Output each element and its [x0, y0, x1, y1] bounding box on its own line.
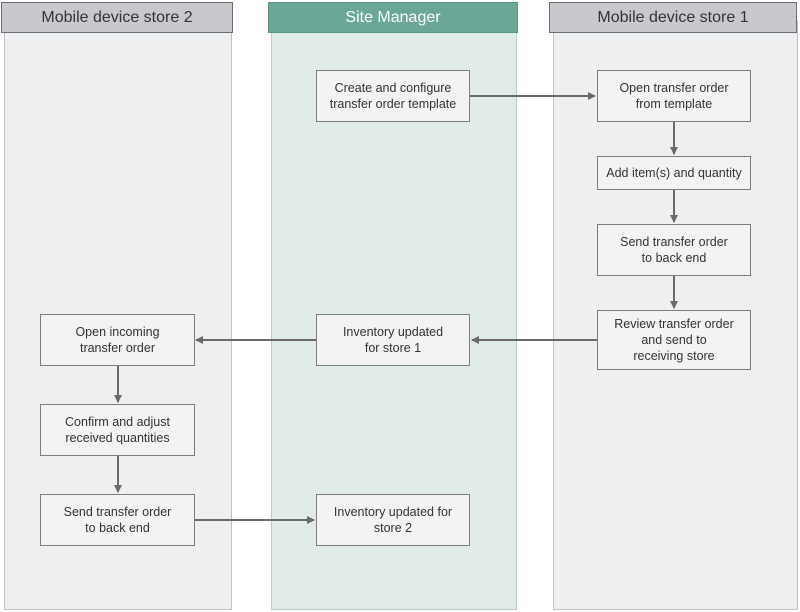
step-inventory-store1: Inventory updated for store 1	[316, 314, 470, 366]
step-create-template: Create and configure transfer order temp…	[316, 70, 470, 122]
step-send-store1: Send transfer order to back end	[597, 224, 751, 276]
lane-store-1-header: Mobile device store 1	[549, 2, 797, 33]
step-inventory-store2: Inventory updated for store 2	[316, 494, 470, 546]
step-add-items: Add item(s) and quantity	[597, 156, 751, 190]
lane-store-2-header: Mobile device store 2	[1, 2, 233, 33]
step-open-from-template: Open transfer order from template	[597, 70, 751, 122]
step-review-send: Review transfer order and send to receiv…	[597, 310, 751, 370]
step-send-store2: Send transfer order to back end	[40, 494, 195, 546]
step-open-incoming: Open incoming transfer order	[40, 314, 195, 366]
lane-site-manager-header: Site Manager	[268, 2, 518, 33]
step-confirm-adjust: Confirm and adjust received quantities	[40, 404, 195, 456]
